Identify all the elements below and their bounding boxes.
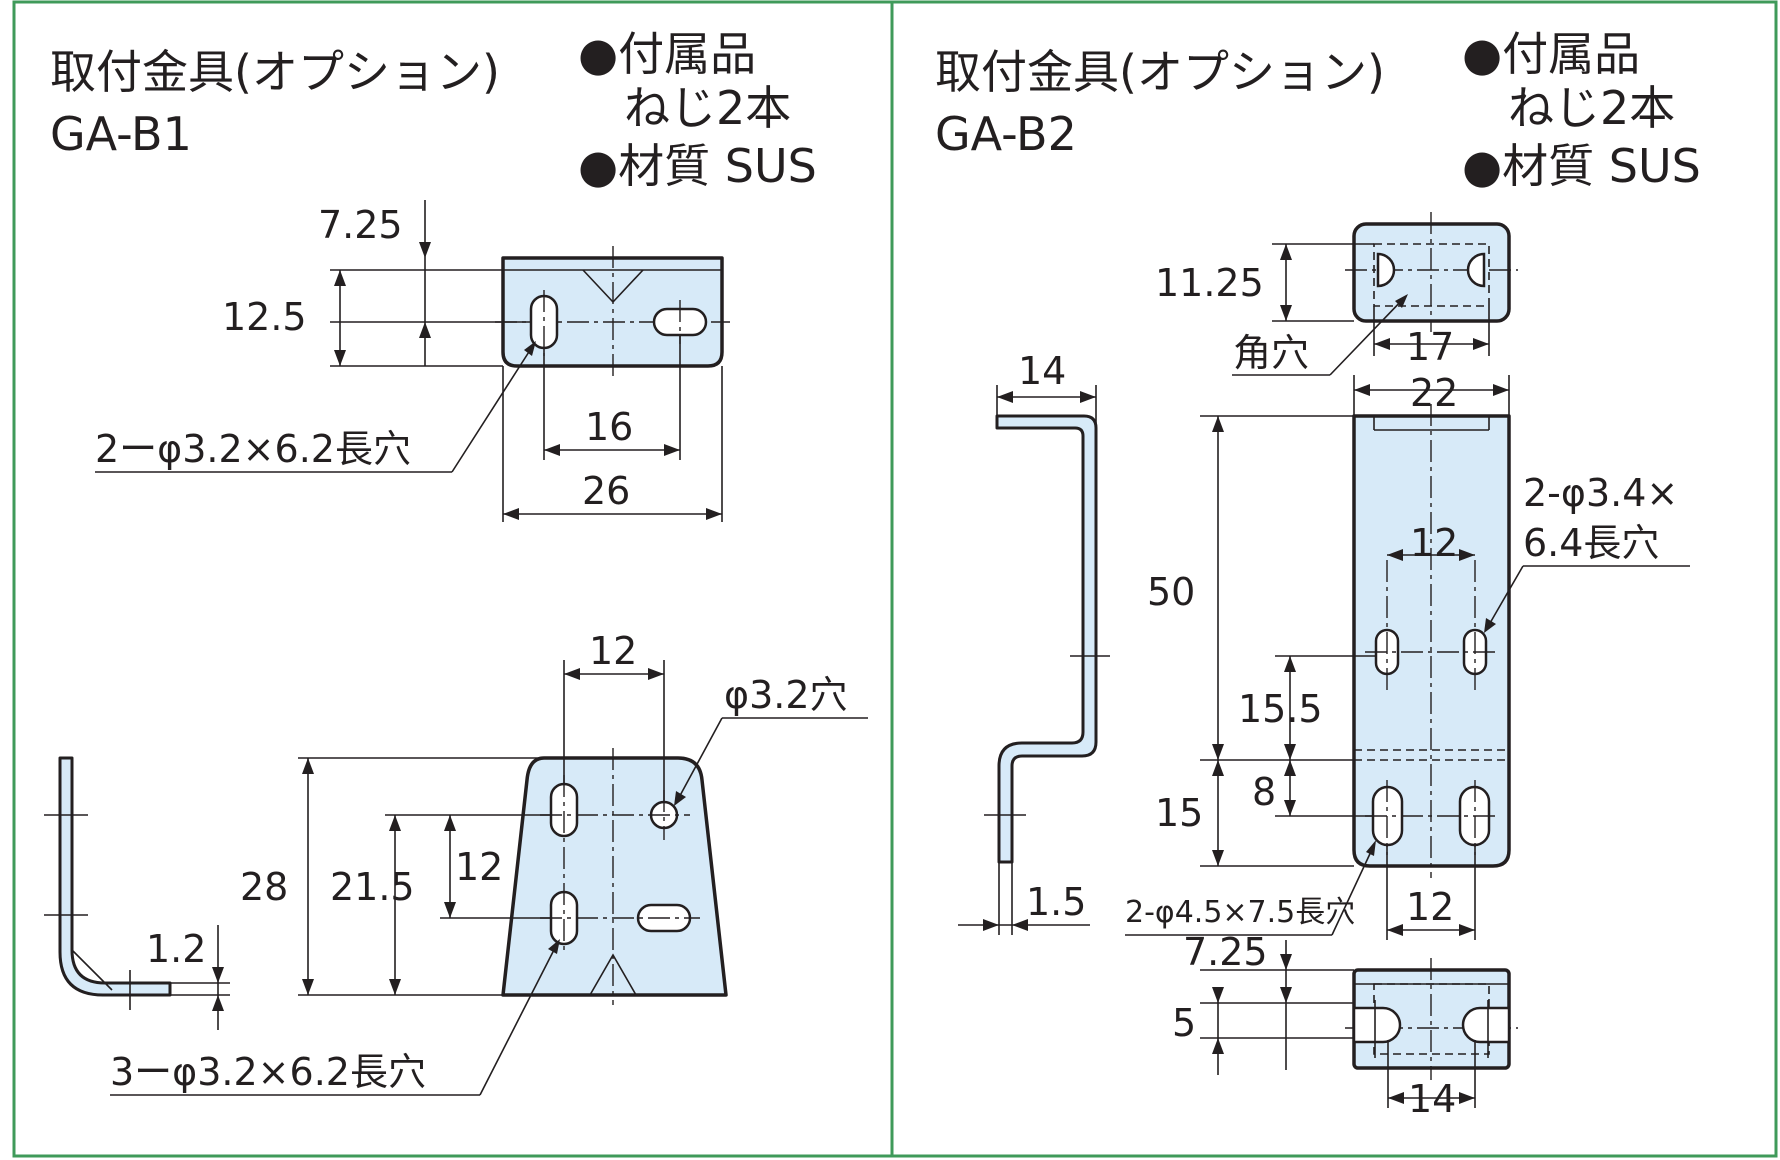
panel-ga-b2: 取付金具(オプション) GA-B2 ●付属品 ねじ2本 ●材質 SUS 11.2… <box>935 27 1701 1121</box>
ga-b1-dim-26: 26 <box>582 469 630 513</box>
ga-b1-dim-1-2: 1.2 <box>146 927 206 971</box>
ga-b1-l-profile <box>58 756 172 997</box>
ga-b1-dim-7-25: 7.25 <box>318 203 403 247</box>
ga-b2-upper-slot-callout-2: 6.4長穴 <box>1523 521 1659 565</box>
ga-b1-front-plate <box>501 756 728 997</box>
left-model: GA-B1 <box>50 107 192 161</box>
right-note-screws: ねじ2本 <box>1508 81 1675 135</box>
ga-b2-dim-14-side: 14 <box>1018 349 1066 393</box>
right-note-accessory: ●付属品 <box>1462 27 1640 81</box>
left-note-screws: ねじ2本 <box>624 81 791 135</box>
ga-b2-dim-14-bottom: 14 <box>1408 1077 1456 1121</box>
ga-b1-dim-12-side: 12 <box>455 845 503 889</box>
left-title: 取付金具(オプション) <box>50 45 500 99</box>
ga-b2-z-profile <box>995 414 1098 864</box>
ga-b2-bottom-notch-right <box>1461 1006 1511 1044</box>
ga-b1-side-view: 1.2 <box>44 756 230 1030</box>
left-note-accessory: ●付属品 <box>578 27 756 81</box>
ga-b2-dim-11-25: 11.25 <box>1155 261 1264 305</box>
ga-b2-dim-50: 50 <box>1147 570 1195 614</box>
ga-b2-bottom-notch-left <box>1352 1006 1402 1044</box>
right-model: GA-B2 <box>935 107 1077 161</box>
ga-b1-front-notch <box>589 953 637 996</box>
ga-b2-dim-12-lower: 12 <box>1406 885 1454 929</box>
ga-b2-front-view: 22 12 2-φ3.4× 6.4長穴 50 15 <box>1125 371 1690 940</box>
ga-b1-hole-callout: φ3.2穴 <box>724 673 848 717</box>
ga-b1-dim-12-top: 12 <box>589 629 637 673</box>
ga-b2-dim-5: 5 <box>1172 1001 1196 1045</box>
ga-b2-dim-17: 17 <box>1406 325 1454 369</box>
outer-frame <box>12 0 1778 1158</box>
ga-b2-lower-slot-callout: 2-φ4.5×7.5長穴 <box>1125 895 1355 930</box>
ga-b2-dim-22: 22 <box>1410 371 1458 415</box>
ga-b2-upper-slot-callout-1: 2-φ3.4× <box>1523 471 1678 515</box>
panel-ga-b1: 取付金具(オプション) GA-B1 ●付属品 ねじ2本 ●材質 SUS <box>44 27 868 1096</box>
left-note-material: ●材質 SUS <box>578 139 817 193</box>
right-title: 取付金具(オプション) <box>935 45 1385 99</box>
ga-b2-dim-15-5: 15.5 <box>1238 687 1323 731</box>
ga-b2-square-hole-label: 角穴 <box>1233 331 1309 375</box>
ga-b2-top-view: 11.25 角穴 17 <box>1155 212 1518 376</box>
ga-b1-slots-callout: 3ーφ3.2×6.2長穴 <box>110 1050 426 1094</box>
ga-b2-dim-1-5: 1.5 <box>1026 880 1086 924</box>
ga-b2-dim-8: 8 <box>1252 770 1276 814</box>
ga-b1-dim-16: 16 <box>585 405 633 449</box>
ga-b2-bottom-view: 7.25 5 14 <box>1172 930 1518 1121</box>
ga-b1-top-view: 7.25 12.5 16 26 2ーφ3.2×6.2長穴 <box>95 200 730 522</box>
ga-b1-front-view: 12 28 21.5 12 φ3.2穴 <box>110 629 868 1096</box>
ga-b1-slot-callout: 2ーφ3.2×6.2長穴 <box>95 427 411 471</box>
ga-b1-dim-28: 28 <box>240 865 288 909</box>
ga-b2-dim-12-upper: 12 <box>1410 521 1458 565</box>
ga-b2-dim-15: 15 <box>1155 791 1203 835</box>
ga-b2-notch-right <box>1466 252 1486 288</box>
right-note-material: ●材質 SUS <box>1462 139 1701 193</box>
ga-b2-notch-left <box>1376 252 1396 288</box>
ga-b1-dim-12-5: 12.5 <box>222 295 307 339</box>
ga-b1-dim-21-5: 21.5 <box>330 865 415 909</box>
ga-b2-side-view: 14 1.5 <box>958 349 1110 935</box>
ga-b2-dim-7-25: 7.25 <box>1183 930 1268 974</box>
